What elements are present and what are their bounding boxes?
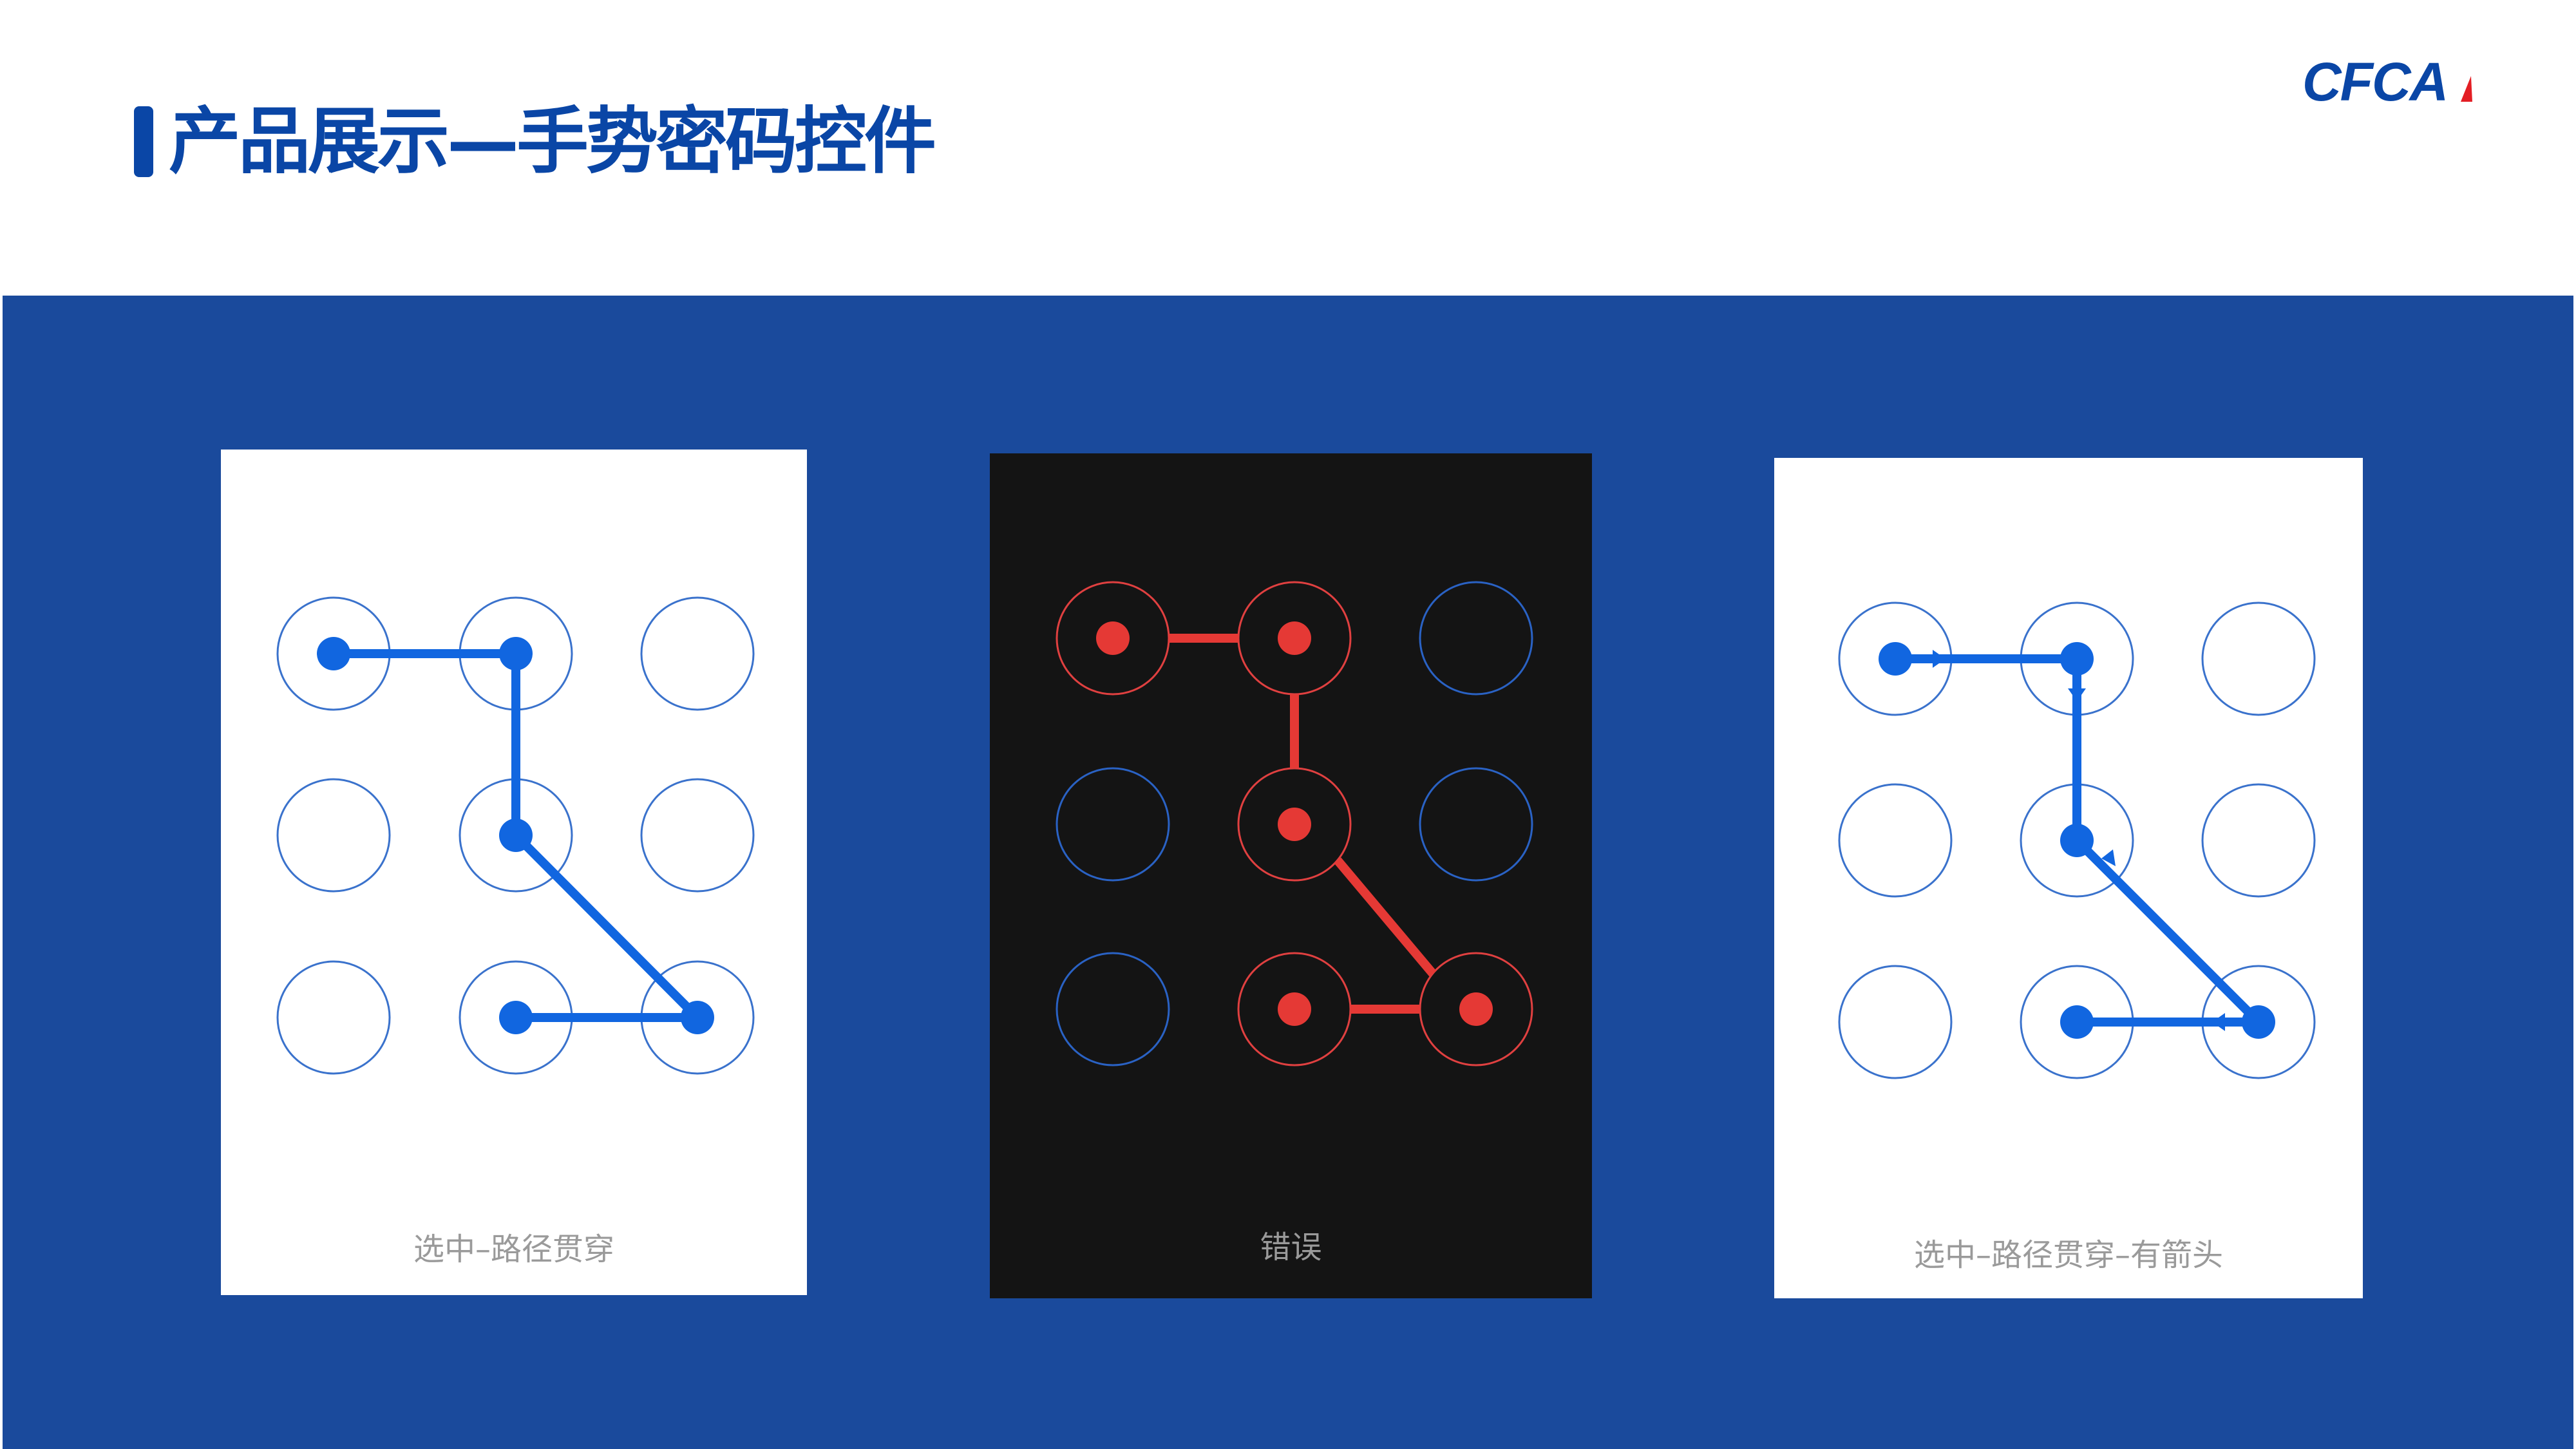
- gesture-node-3: [2201, 601, 2316, 716]
- card-caption: 选中–路径贯穿–有箭头: [1913, 1237, 2223, 1273]
- gesture-node-7: [1056, 952, 1170, 1066]
- logo-text: CFCA: [2302, 57, 2447, 108]
- gesture-node-6: [640, 778, 755, 893]
- direction-arrow-icon: [1933, 650, 2225, 1031]
- card-caption: 选中–路径贯穿: [413, 1231, 614, 1267]
- gesture-node-4: [1838, 783, 1953, 898]
- gesture-node-6: [1419, 767, 1533, 882]
- gesture-grid[interactable]: [990, 453, 1592, 1298]
- gesture-node-4: [276, 778, 391, 893]
- gesture-node-3: [640, 596, 755, 711]
- gesture-card-error: 错误: [990, 453, 1592, 1298]
- gesture-card-arrows: 选中–路径贯穿–有箭头: [1774, 458, 2363, 1298]
- gesture-node-3: [1419, 581, 1533, 696]
- gesture-node-6: [2201, 783, 2316, 898]
- cfca-logo-icon: CFCA: [2302, 52, 2472, 112]
- gesture-path-error: [1169, 634, 1437, 1014]
- gesture-grid[interactable]: [1774, 458, 2363, 1298]
- title-accent-bar: [134, 106, 153, 177]
- cfca-logo: CFCA: [2302, 52, 2483, 112]
- card-caption: 错误: [1260, 1229, 1322, 1265]
- gesture-card-selected: 选中–路径贯穿: [221, 450, 807, 1295]
- gesture-grid[interactable]: [221, 450, 807, 1295]
- gesture-node-4: [1056, 767, 1170, 882]
- gesture-node-7: [1838, 965, 1953, 1079]
- page-title: 产品展示—手势密码控件: [169, 100, 936, 184]
- gesture-node-7: [276, 960, 391, 1075]
